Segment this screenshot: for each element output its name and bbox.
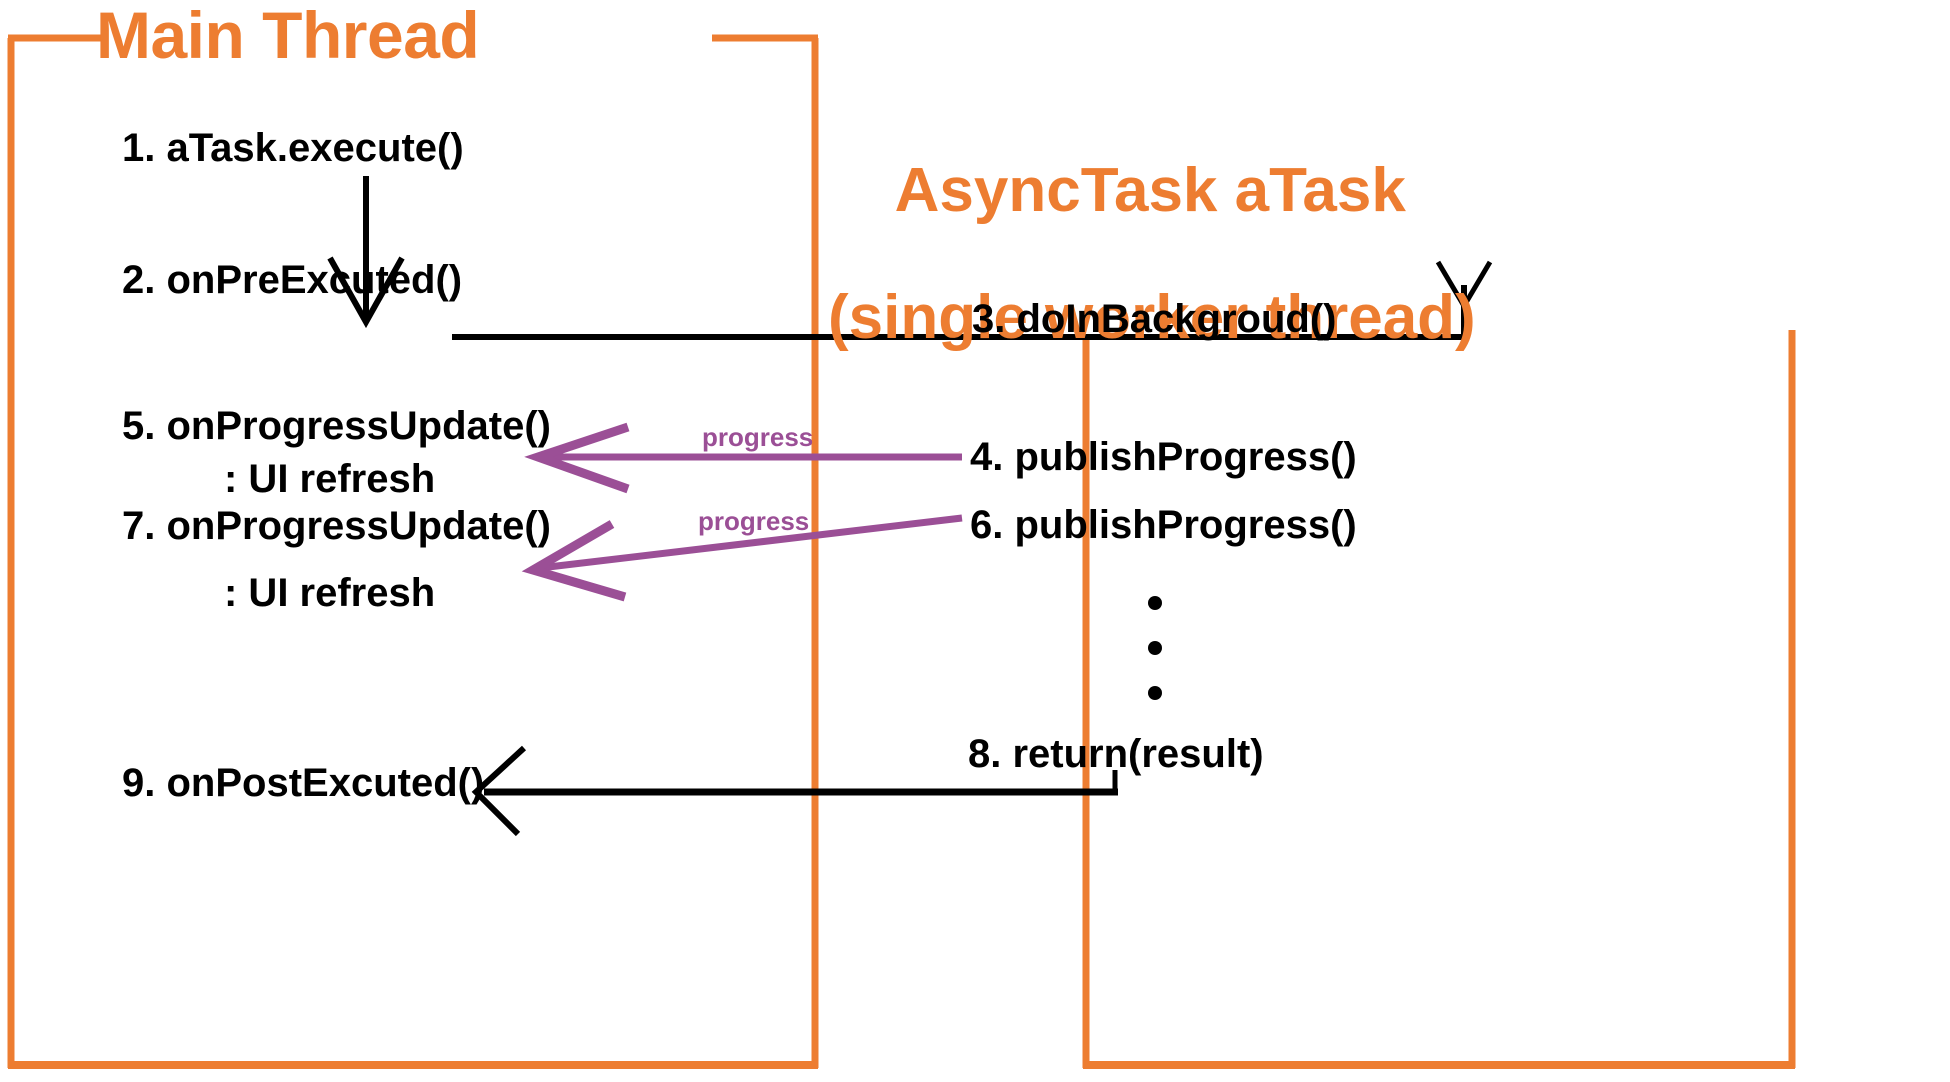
step-5-onprogressupdate: 5. onProgressUpdate() <box>122 404 551 448</box>
arrow-publishprogress-1 <box>524 422 962 494</box>
step-8-return-result: 8. return(result) <box>968 732 1264 776</box>
step-6-publishprogress: 6. publishProgress() <box>970 503 1357 547</box>
arrow-label-progress-1: progress <box>702 422 814 452</box>
arrow-execute-to-onpre <box>327 176 405 329</box>
lane-title-async-task: AsyncTask aTask (single worker thread) <box>828 96 1476 475</box>
ellipsis-dots <box>1148 596 1162 700</box>
step-3-doinbackgroud: 3. doInBackgroud() <box>972 297 1337 341</box>
async-task-lane-box <box>1082 330 1796 1069</box>
lane-title-main-thread: Main Thread <box>96 0 480 72</box>
main-thread-lane-box <box>7 34 819 1069</box>
arrow-label-progress-2: progress <box>698 506 810 536</box>
arrow-onpre-to-doinbackground <box>452 260 1493 340</box>
lane-title-async-task-line2: (single worker thread) <box>828 282 1476 352</box>
step-2-onpreexcuted: 2. onPreExcuted() <box>122 258 463 302</box>
step-5-ui-refresh: : UI refresh <box>224 457 436 501</box>
step-7-ui-refresh: : UI refresh <box>224 571 436 615</box>
arrow-publishprogress-2 <box>521 514 963 602</box>
step-4-publishprogress: 4. publishProgress() <box>970 435 1357 479</box>
step-1-atask-execute: 1. aTask.execute() <box>122 126 464 170</box>
step-9-onpostexcuted: 9. onPostExcuted() <box>122 761 485 805</box>
lane-title-async-task-line1: AsyncTask aTask <box>894 156 1406 226</box>
arrow-return-to-onpost <box>471 745 1118 837</box>
step-7-onprogressupdate: 7. onProgressUpdate() <box>122 504 551 548</box>
